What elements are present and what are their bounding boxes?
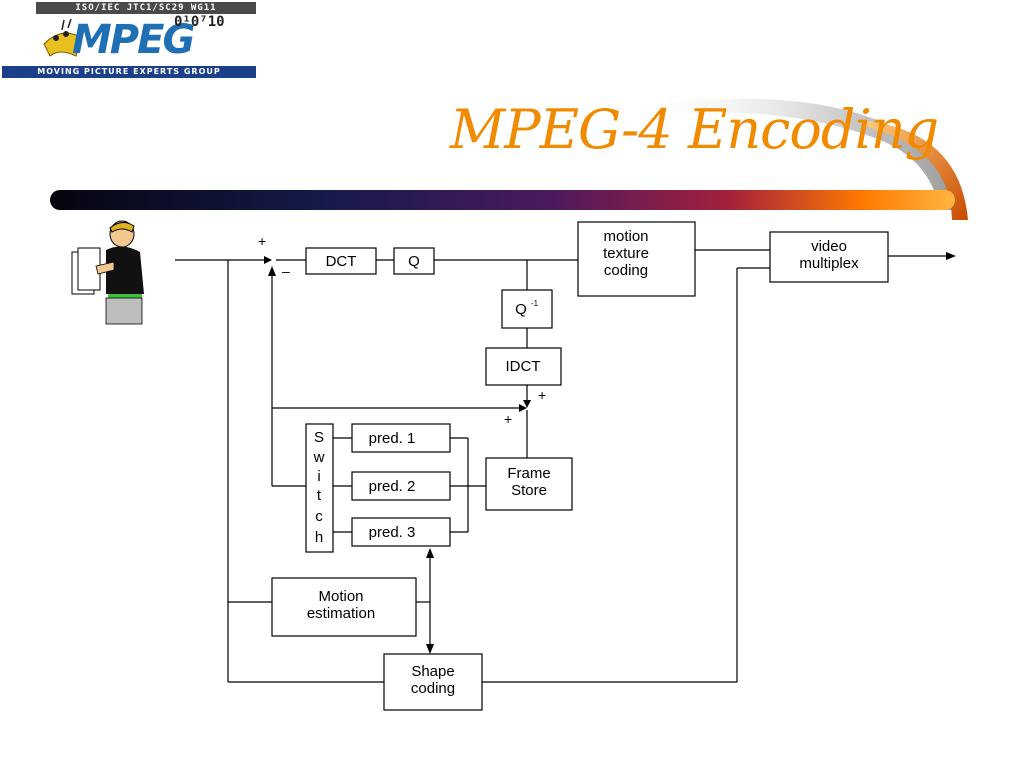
connection-lines [175,249,956,683]
video-multiplex-line-1: video [811,238,847,255]
switch-block: S w i t c h [305,423,334,553]
logo-bottom-text: MOVING PICTURE EXPERTS GROUP [2,66,256,78]
logo-top-text: ISO/IEC JTC1/SC29 WG11 [36,2,256,14]
pred-2-label: pred. 2 [369,478,416,495]
motion-texture-line-3: coding [604,262,648,279]
plus-sign-prediction: + [504,411,512,427]
film-strip-icon [43,18,83,57]
pred-3-block: pred. 3 [351,517,451,547]
mpeg-logo: ISO/IEC JTC1/SC29 WG11 MPEG 0¹0⁷10 MOVIN… [2,2,256,78]
inverse-quantizer-label: Q [515,301,527,318]
video-multiplex-block: video multiplex [769,231,889,283]
quantizer-label: Q [408,253,420,270]
frame-store-line-2: Store [511,482,547,499]
switch-letter-2: w [313,449,325,466]
switch-letter-3: i [317,468,320,485]
video-multiplex-line-2: multiplex [799,255,859,272]
idct-block: IDCT [485,347,562,386]
pred-2-block: pred. 2 [351,471,451,501]
dct-label: DCT [326,253,357,270]
dct-block: DCT [305,247,377,275]
switch-letter-1: S [314,429,324,446]
motion-texture-coding-block: motion texture coding [577,221,696,297]
logo-bits: 0¹0⁷10 [174,14,225,30]
frame-store-block: Frame Store [485,457,573,511]
frame-store-line-1: Frame [507,465,550,482]
minus-sign-feedback: – [282,263,290,279]
motion-estimation-line-1: Motion [318,588,363,605]
switch-letter-5: c [315,508,323,525]
shape-coding-block: Shape coding [383,653,483,711]
inverse-quantizer-superscript: -1 [531,299,539,308]
shape-coding-line-1: Shape [411,663,454,680]
shape-coding-line-2: coding [411,680,455,697]
motion-texture-line-2: texture [603,245,649,262]
page-title: MPEG-4 Encoding [450,98,939,161]
motion-texture-line-1: motion [603,228,648,245]
plus-sign-idct: + [538,387,546,403]
switch-letter-4: t [317,487,322,504]
pred-1-block: pred. 1 [351,423,451,453]
motion-estimation-block: Motion estimation [271,577,417,637]
pred-3-label: pred. 3 [369,524,416,541]
quantizer-block: Q [393,247,435,275]
switch-letter-6: h [315,529,323,546]
presenter-icon [71,220,144,325]
inverse-quantizer-block: Q -1 [501,289,553,329]
logo-name: MPEG [72,17,195,63]
motion-estimation-line-2: estimation [307,605,375,622]
pred-1-label: pred. 1 [369,430,416,447]
plus-sign-input: + [258,233,266,249]
idct-label: IDCT [506,358,541,375]
